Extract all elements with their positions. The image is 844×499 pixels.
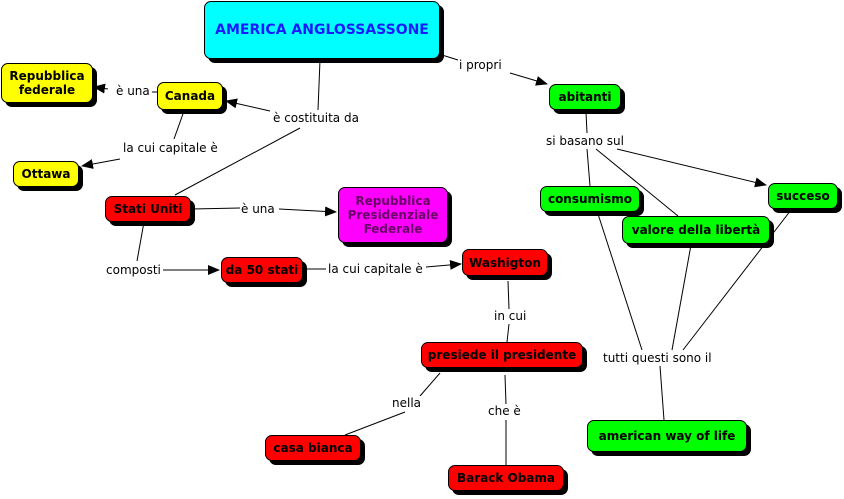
- line-succeso-tutti: [682, 209, 792, 351]
- node-label: Barack Obama: [456, 471, 556, 485]
- link-label-in-cui[interactable]: in cui: [493, 309, 528, 323]
- link-label-e-costituita-da[interactable]: è costituita da: [272, 111, 360, 125]
- line-si-basano-liberta: [595, 148, 679, 217]
- link-label-e-una-canada[interactable]: è una: [115, 84, 151, 98]
- line-in-cui-presiede: [506, 323, 510, 343]
- line-america-i-propri: [441, 54, 459, 61]
- line-washigton-in-cui: [507, 280, 510, 310]
- arrow-i-propri-abitanti: [509, 72, 548, 86]
- node-america-anglossassone[interactable]: AMERICA ANGLOSSASSONE: [204, 1, 440, 59]
- link-label-si-basano-sul[interactable]: si basano sul: [545, 134, 625, 148]
- link-label-nella[interactable]: nella: [391, 396, 423, 410]
- arrow-e-una-rep-presidenziale: [278, 206, 337, 217]
- line-consumismo-tutti: [597, 213, 643, 351]
- node-barack-obama[interactable]: Barack Obama: [448, 465, 564, 491]
- node-label: presiede il presidente: [427, 348, 577, 362]
- node-label: Repubblica federale: [9, 69, 85, 97]
- node-ottawa[interactable]: Ottawa: [13, 161, 79, 187]
- node-abitanti[interactable]: abitanti: [549, 84, 621, 110]
- node-label: valore della libertà: [631, 223, 761, 237]
- line-stati-uniti-composti: [136, 221, 145, 262]
- line-si-basano-consumismo: [586, 148, 591, 187]
- node-label: Washigton: [469, 255, 541, 270]
- line-tutti-american-way: [659, 365, 665, 421]
- line-stati-uniti-e-una: [191, 207, 241, 210]
- node-repubblica-presidenziale-federale[interactable]: Repubblica Presidenziale Federale: [338, 187, 448, 243]
- node-label: Ottawa: [21, 167, 71, 181]
- line-america-costituita: [317, 59, 321, 111]
- node-label: Canada: [164, 89, 216, 103]
- node-american-way-of-life[interactable]: american way of life: [587, 420, 747, 452]
- node-label: da 50 stati: [225, 263, 299, 277]
- arrow-si-basano-succeso: [616, 148, 767, 188]
- node-repubblica-federale[interactable]: Repubblica federale: [1, 63, 93, 103]
- node-label: casa bianca: [273, 441, 353, 455]
- line-nella-casa-bianca: [344, 411, 406, 436]
- node-succeso[interactable]: succeso: [768, 183, 838, 209]
- link-label-tutti-questi-sono-il[interactable]: tutti questi sono il: [602, 351, 713, 365]
- node-label: Stati Uniti: [113, 202, 183, 216]
- link-label-composti[interactable]: composti: [105, 263, 162, 277]
- node-canada[interactable]: Canada: [157, 82, 223, 110]
- node-label: consumismo: [547, 192, 633, 206]
- link-label-e-una-usa[interactable]: è una: [240, 202, 276, 216]
- arrow-capitale-ottawa: [81, 158, 121, 169]
- arrow-costituita-canada: [225, 98, 271, 112]
- node-label: Repubblica Presidenziale Federale: [347, 194, 439, 236]
- node-valore-della-liberta[interactable]: valore della libertà: [622, 216, 770, 244]
- line-presiede-che-e: [504, 374, 507, 405]
- node-washigton[interactable]: Washigton: [462, 249, 548, 276]
- arrow-e-una-rep-federale: [93, 83, 109, 94]
- line-canada-capitale: [173, 110, 185, 140]
- node-consumismo[interactable]: consumismo: [540, 186, 640, 212]
- line-liberta-tutti: [671, 244, 692, 351]
- node-label: succeso: [776, 189, 830, 203]
- line-abitanti-si-basano: [585, 111, 588, 134]
- node-label: abitanti: [558, 90, 612, 104]
- arrow-capitale-washigton: [425, 259, 462, 270]
- node-label: american way of life: [598, 429, 736, 443]
- line-costituita-stati-uniti: [174, 127, 301, 196]
- link-label-che-e[interactable]: che è: [487, 404, 522, 418]
- link-label-capitale-usa[interactable]: la cui capitale è: [327, 262, 424, 276]
- line-presiede-nella: [419, 372, 441, 397]
- node-label: AMERICA ANGLOSSASSONE: [215, 22, 429, 38]
- node-casa-bianca[interactable]: casa bianca: [265, 435, 361, 461]
- link-label-capitale-canada[interactable]: la cui capitale è: [122, 141, 219, 155]
- link-label-i-propri[interactable]: i propri: [458, 58, 503, 72]
- node-presiede-il-presidente[interactable]: presiede il presidente: [421, 342, 583, 368]
- node-stati-uniti[interactable]: Stati Uniti: [105, 196, 191, 222]
- node-da-50-stati[interactable]: da 50 stati: [221, 257, 303, 283]
